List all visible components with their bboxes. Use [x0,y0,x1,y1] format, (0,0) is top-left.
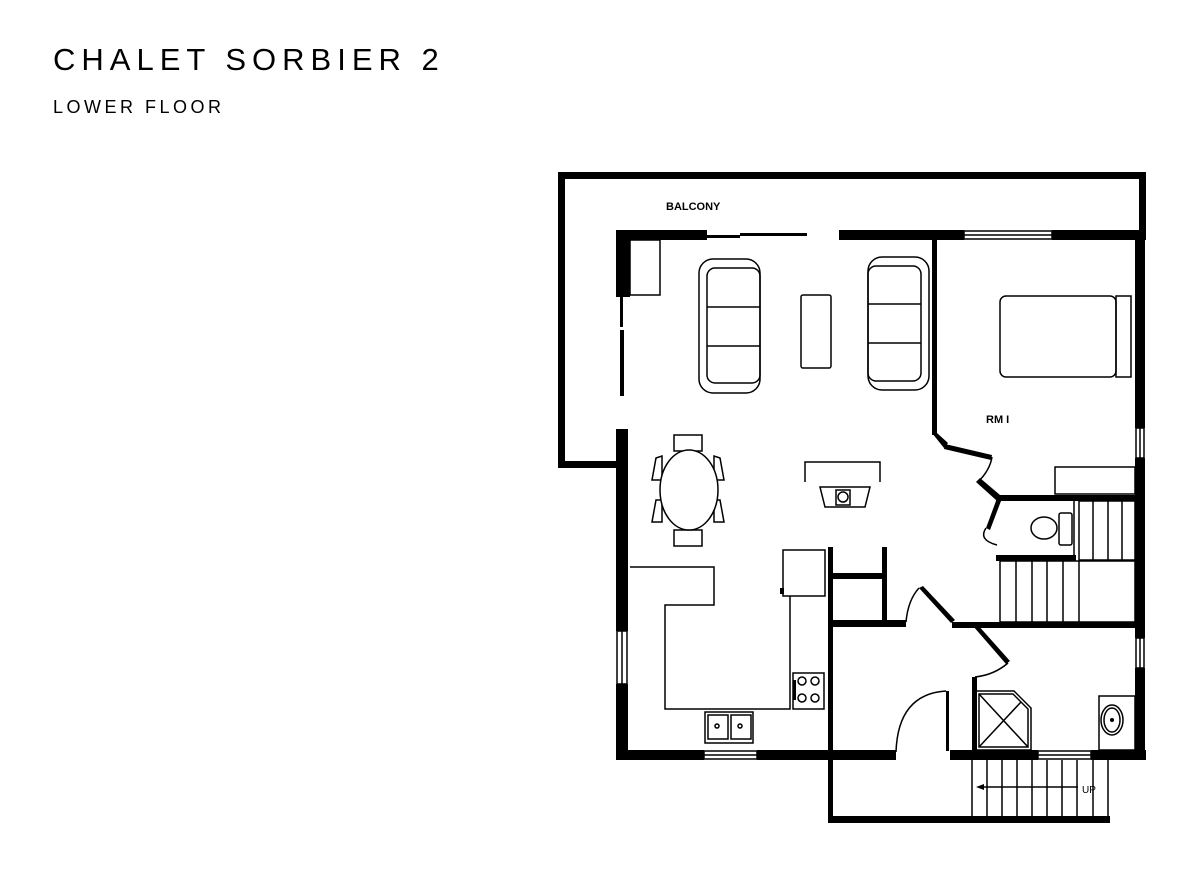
coffee-table [800,294,832,369]
floor-subtitle: LOWER FLOOR [53,97,225,117]
balcony-label: BALCONY [666,201,721,213]
front-door-swing [895,690,947,753]
arrow-head-icon [976,784,984,790]
room1-label: RM I [986,414,1009,426]
stairs-up-label: UP [1082,785,1096,796]
entrance-stairs [971,760,1109,816]
kitchen-counter [630,549,826,744]
fridge [782,549,826,597]
wc-door-swing [982,527,998,546]
closet-door-swing [905,587,920,623]
shower [975,690,1032,751]
plan-title: CHALET SORBIER 2 [53,42,445,77]
doors [895,456,1010,753]
internal-stairs [999,500,1136,623]
exterior-walls [616,230,1146,760]
bath-door-swing [974,662,1009,678]
desk [1054,466,1136,495]
toilet [1030,512,1073,546]
bedroom-door-swing [977,456,993,483]
vanity-basin [1098,695,1136,751]
sliding-door [707,233,807,238]
cabinet [629,239,661,296]
stove [792,672,825,710]
bath-door [973,624,1010,664]
front-door [946,691,949,751]
kitchen-island [804,461,881,508]
closet-door [919,586,955,623]
windows [616,230,1145,760]
interior-walls [828,240,1136,823]
bed [999,295,1132,378]
dining-table [651,434,725,547]
sofa-left [698,258,761,394]
sink [704,711,754,744]
balcony-outline [558,172,1146,468]
sofa-right [867,256,930,391]
